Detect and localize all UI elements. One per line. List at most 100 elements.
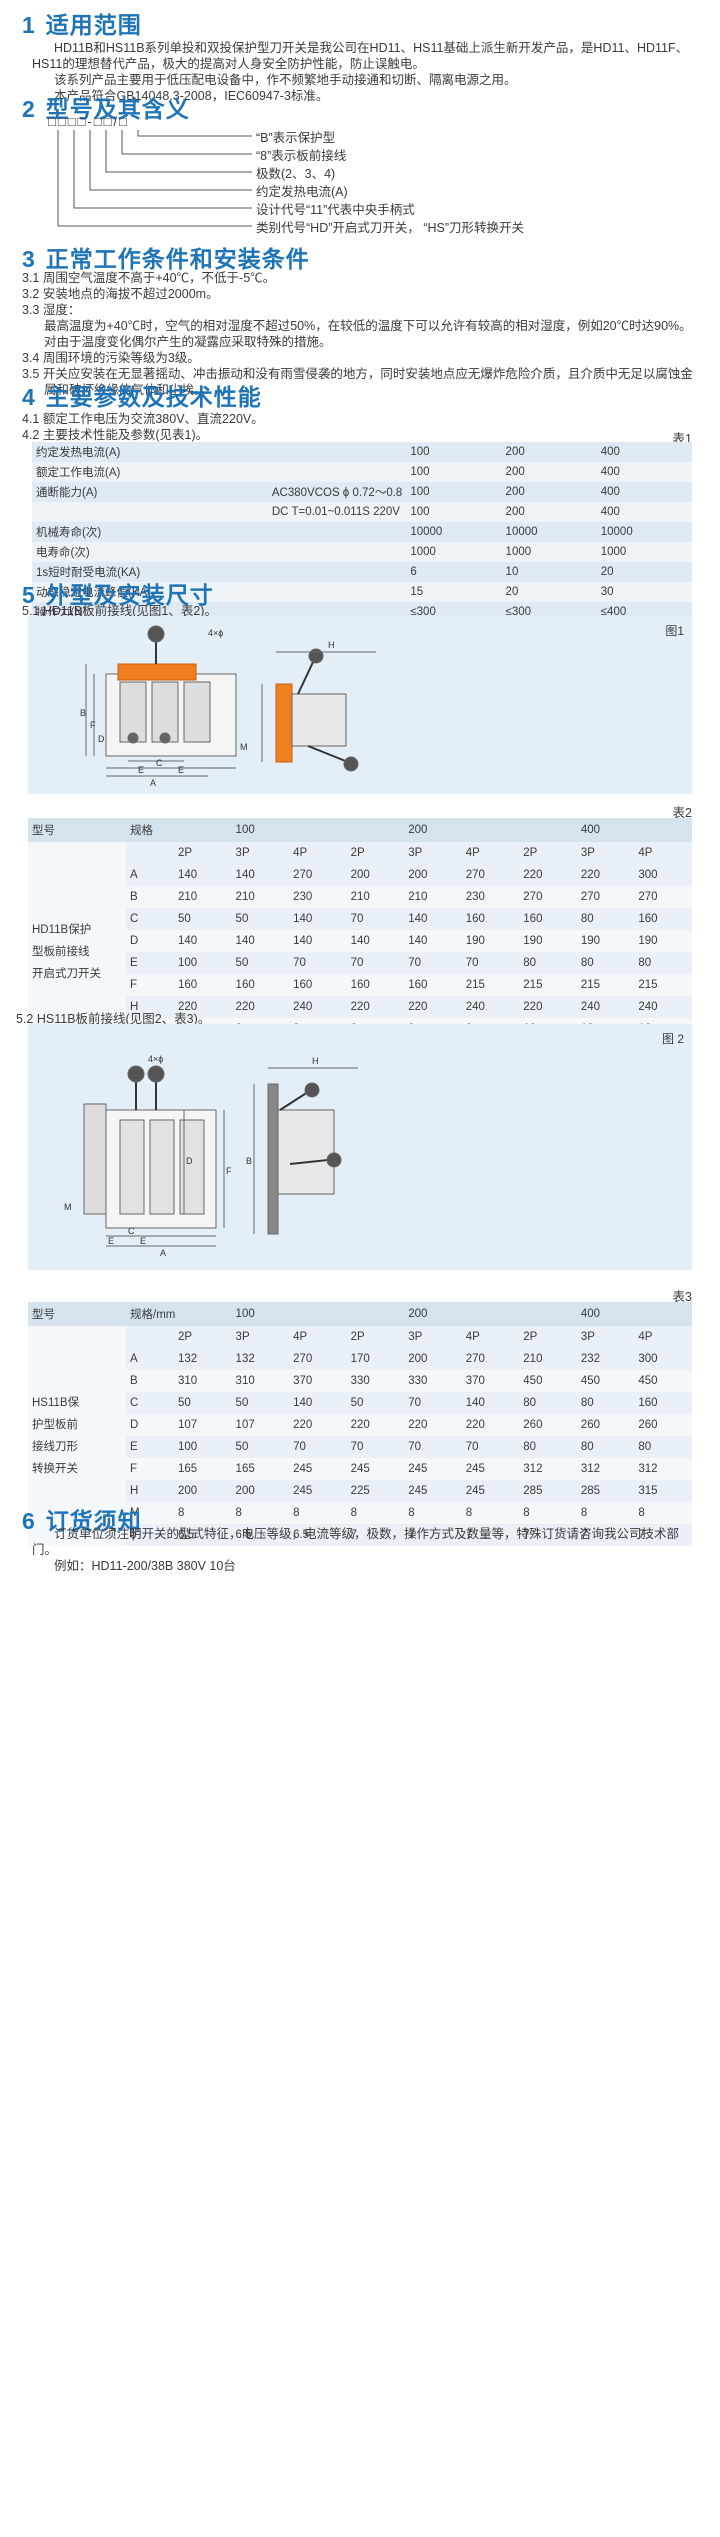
table-cell: 330 — [404, 1370, 462, 1392]
table-cell — [267, 442, 407, 462]
table-cell: 80 — [576, 952, 635, 974]
table-cell: 140 — [231, 864, 290, 886]
dim-key-cell: D — [126, 1414, 174, 1436]
table-cell: 230 — [289, 886, 347, 908]
section-number: 1 — [22, 12, 36, 38]
header-size: 400 — [576, 818, 692, 842]
condition-item: 3.4 周围环境的污染等级为3级。 — [22, 351, 200, 365]
blank-cell — [126, 1326, 174, 1348]
dim-key-cell: C — [126, 1392, 174, 1414]
table-3-caption: 表3 — [672, 1290, 692, 1304]
pole-cell: 3P — [576, 1326, 635, 1348]
table-cell: 165 — [174, 1458, 232, 1480]
dim-key-cell: B — [126, 1370, 174, 1392]
table-cell — [267, 462, 407, 482]
table-cell: 220 — [519, 864, 577, 886]
condition-item: 最高温度为+40℃时，空气的相对湿度不超过50%，在较低的温度下可以允许有较高的… — [44, 319, 692, 349]
table-cell: 225 — [346, 1480, 405, 1502]
table-cell: 140 — [231, 930, 290, 952]
table-cell: 400 — [596, 442, 692, 462]
table-cell: 50 — [346, 1392, 405, 1414]
table-cell: 190 — [576, 930, 635, 952]
table-cell: 160 — [174, 974, 232, 996]
table-cell: 50 — [174, 1392, 232, 1414]
dim-key-cell: A — [126, 864, 174, 886]
dim-label: E — [178, 765, 184, 775]
pole-cell: 3P — [231, 1326, 290, 1348]
dim-key-cell: F — [126, 1458, 174, 1480]
section-number: 2 — [22, 96, 36, 122]
table-cell: 240 — [634, 996, 692, 1018]
table-cell: 190 — [519, 930, 577, 952]
pole-cell: 3P — [404, 842, 462, 864]
table-cell: 机械寿命(次) — [32, 522, 268, 542]
pole-cell: 2P — [346, 1326, 405, 1348]
dim-label: A — [150, 778, 156, 788]
dim-label: C — [156, 758, 163, 768]
table-cell: 132 — [231, 1348, 290, 1370]
table-cell: 160 — [346, 974, 405, 996]
table-cell: 70 — [346, 908, 405, 930]
table-cell: 140 — [289, 908, 347, 930]
table-cell: 160 — [231, 974, 290, 996]
table-cell: 80 — [576, 908, 635, 930]
pole-cell: 4P — [461, 1326, 520, 1348]
model-label-cell: HS11B保护型板前接线刀形转换开关 — [28, 1326, 126, 1546]
table-cell: 80 — [519, 1392, 577, 1414]
table-cell: 10000 — [596, 522, 692, 542]
table-cell: 70 — [289, 1436, 347, 1458]
pole-cell: 2P — [174, 842, 232, 864]
table-cell: 200 — [404, 1348, 462, 1370]
table-cell: 10 — [501, 562, 597, 582]
table-cell: 215 — [519, 974, 577, 996]
table-cell: 8 — [519, 1502, 577, 1524]
table-cell: 160 — [519, 908, 577, 930]
model-label: “8”表示板前接线 — [256, 149, 347, 163]
section-title-text: 型号及其含义 — [45, 96, 190, 122]
table-cell: 100 — [406, 442, 502, 462]
table-cell: 330 — [346, 1370, 405, 1392]
model-label-line: 护型板前 — [32, 1419, 78, 1431]
table-cell: 140 — [346, 930, 405, 952]
table-cell: 240 — [289, 996, 347, 1018]
table-cell: 140 — [289, 1392, 347, 1414]
table-cell: 50 — [231, 908, 290, 930]
model-label: 类别代号“HD”开启式刀开关， “HS”刀形转换开关 — [256, 221, 525, 235]
table-cell: 190 — [634, 930, 692, 952]
table-cell: 200 — [346, 864, 405, 886]
pole-cell: 3P — [404, 1326, 462, 1348]
table-cell: 400 — [596, 482, 692, 502]
table-cell: 260 — [634, 1414, 692, 1436]
section-6-body: 订货单位须注明开关的型式特征，电压等级，电流等级，极数，操作方式及数量等，特殊订… — [32, 1526, 702, 1574]
table-cell: 6.5 — [289, 1524, 347, 1546]
table-cell: 220 — [346, 1414, 405, 1436]
table-cell: 140 — [174, 930, 232, 952]
figure-1-caption: 图1 — [665, 624, 684, 638]
dim-label: F — [90, 720, 96, 730]
table-cell: 300 — [634, 1348, 692, 1370]
table-cell: 8 — [231, 1502, 290, 1524]
table-cell: 70 — [346, 952, 405, 974]
table-cell: 160 — [461, 908, 520, 930]
dim-label: M — [240, 742, 248, 752]
table-cell: 210 — [174, 886, 232, 908]
table-cell: 80 — [576, 1436, 635, 1458]
figure-2-drawing: 4×ϕ F D M C E E A B H — [64, 1054, 358, 1258]
table-cell: 215 — [576, 974, 635, 996]
model-label-line: 开启式刀开关 — [32, 968, 101, 980]
table-cell — [267, 522, 407, 542]
dim-key-cell: H — [126, 996, 174, 1018]
table-cell: 70 — [404, 1392, 462, 1414]
